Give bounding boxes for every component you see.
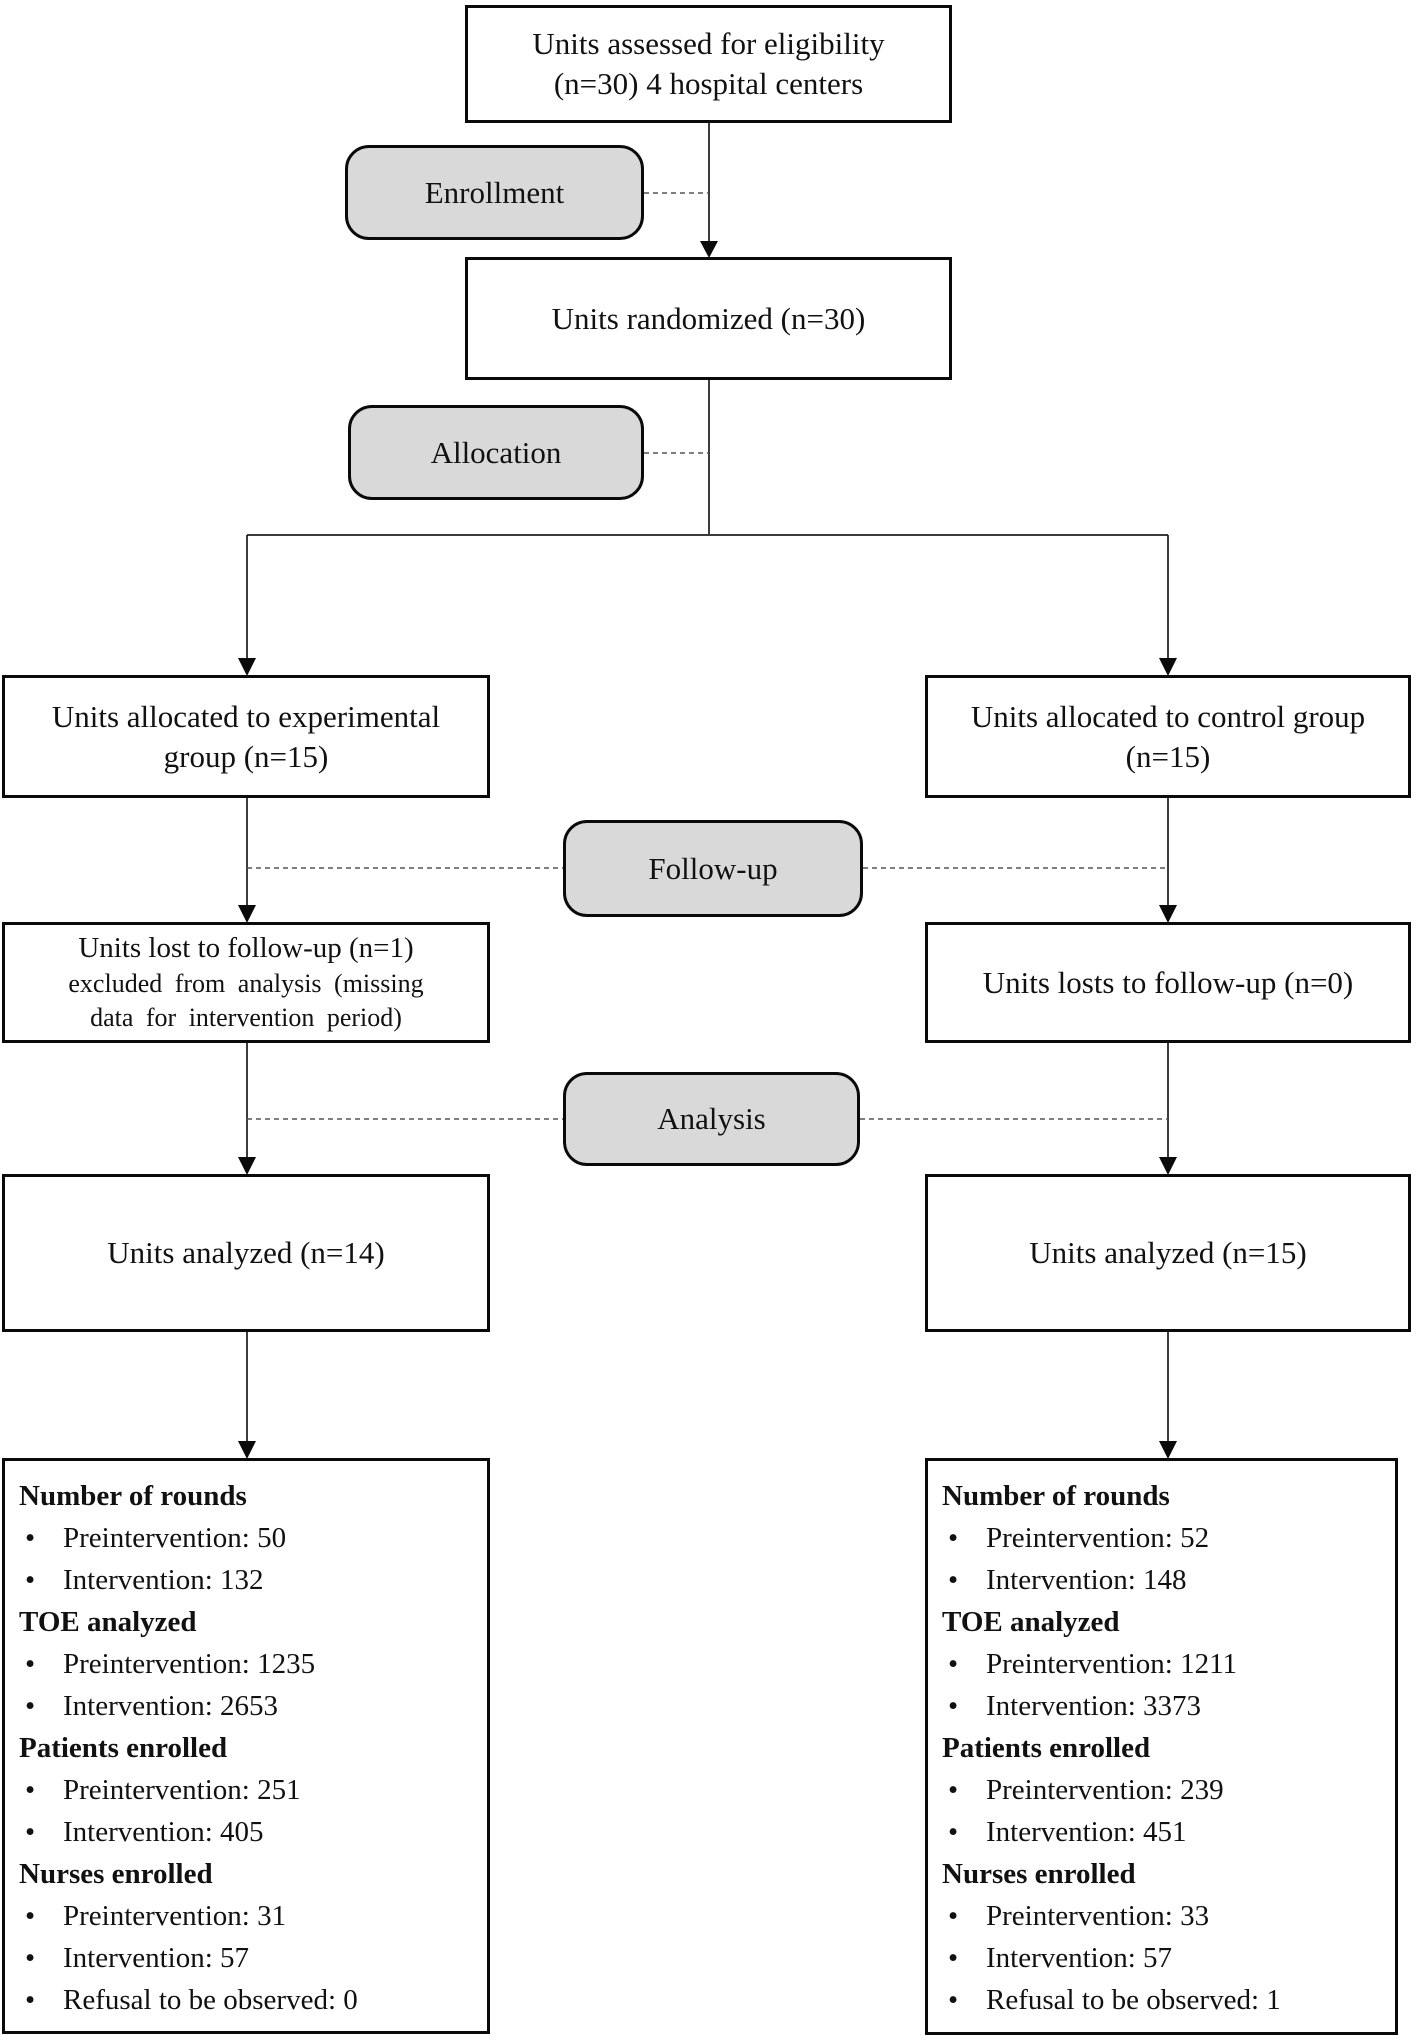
bullet-icon: • [25,1648,36,1680]
detail-item-text: Preintervention: 1211 [986,1648,1238,1680]
detail-section-header: Patients enrolled [19,1732,228,1764]
stage-enrollment-label: Enrollment [424,174,565,210]
detail-bullet-item: • Preintervention: 251 [19,1769,479,1811]
detail-item-text: Refusal to be observed: 1 [986,1984,1281,2016]
experimental-allocated-box: Units allocated to experimental group (n… [2,675,490,798]
bullet-icon: • [25,1942,36,1974]
detail-item-text: Preintervention: 52 [986,1522,1210,1554]
bullet-icon: • [25,1816,36,1848]
detail-bullet-item: • Preintervention: 31 [19,1895,479,1937]
bullet-icon: • [25,1900,36,1932]
eligibility-box: Units assessed for eligibility (n=30) 4 … [465,5,952,123]
enrollment-connector [644,123,718,258]
bullet-icon: • [948,1690,959,1722]
detail-bullet-item: • Refusal to be observed: 0 [19,1979,479,2021]
eligibility-line1: Units assessed for eligibility [532,26,885,62]
detail-item-text: Intervention: 57 [986,1942,1173,1974]
detail-bullet-item: • Intervention: 148 [942,1559,1387,1601]
control-allocated-box: Units allocated to control group (n=15) [925,675,1411,798]
detail-item-text: Intervention: 57 [63,1942,250,1974]
experimental-details-box: Number of rounds • Preintervention: 50 • Int… [2,1458,490,2034]
control-analyzed-box: Units analyzed (n=15) [925,1174,1411,1332]
control-allocated-line2: (n=15) [1125,738,1211,774]
detail-item-text: Preintervention: 1235 [63,1648,316,1680]
detail-section-header: TOE analyzed [942,1606,1120,1638]
bullet-icon: • [948,1648,959,1680]
stage-allocation-label: Allocation [430,434,562,470]
experimental-lost-line2: excluded from analysis (missing [68,969,424,999]
detail-bullet-item: • Preintervention: 50 [19,1517,479,1559]
stage-followup: Follow-up [563,820,863,917]
control-lost-line1: Units losts to follow-up (n=0) [982,964,1354,1000]
experimental-analyzed-box: Units analyzed (n=14) [2,1174,490,1332]
experimental-analyzed-label: Units analyzed (n=14) [107,1235,385,1271]
control-allocated-line1: Units allocated to control group [970,698,1366,734]
detail-bullet-item: • Preintervention: 1211 [942,1643,1387,1685]
bullet-icon: • [948,1900,959,1932]
detail-bullet-item: • Intervention: 405 [19,1811,479,1853]
bullet-icon: • [25,1774,36,1806]
detail-bullet-item: • Intervention: 57 [19,1937,479,1979]
bullet-icon: • [948,1816,959,1848]
detail-bullet-item: • Preintervention: 1235 [19,1643,479,1685]
control-analyzed-label: Units analyzed (n=15) [1029,1235,1307,1271]
randomized-box: Units randomized (n=30) [465,257,952,380]
stage-analysis-label: Analysis [657,1101,766,1136]
detail-bullet-item: • Preintervention: 239 [942,1769,1387,1811]
analysis-connector [238,1043,1177,1175]
bullet-icon: • [948,1564,959,1596]
stage-analysis: Analysis [563,1072,860,1166]
detail-section-header: Number of rounds [942,1480,1170,1512]
randomized-label: Units randomized (n=30) [551,300,866,336]
experimental-allocated-line1: Units allocated to experimental [51,698,441,734]
detail-section-header: TOE analyzed [19,1606,197,1638]
experimental-allocated-line2: group (n=15) [163,738,329,774]
stage-followup-label: Follow-up [648,850,778,886]
experimental-lost-line1: Units lost to follow-up (n=1) [78,932,414,965]
detail-item-text: Preintervention: 33 [986,1900,1210,1932]
detail-bullet-item: • Intervention: 57 [942,1937,1387,1979]
detail-section-header: Number of rounds [19,1480,247,1512]
detail-item-text: Preintervention: 50 [63,1522,287,1554]
eligibility-line2: (n=30) 4 hospital centers [553,66,864,101]
detail-section-header: Nurses enrolled [19,1858,213,1890]
detail-bullet-item: • Intervention: 132 [19,1559,479,1601]
bullet-icon: • [948,1774,959,1806]
details-connector [238,1332,1177,1459]
bullet-icon: • [25,1984,36,2016]
bullet-icon: • [25,1522,36,1554]
detail-bullet-item: • Intervention: 2653 [19,1685,479,1727]
detail-bullet-item: • Intervention: 3373 [942,1685,1387,1727]
detail-item-text: Refusal to be observed: 0 [63,1984,358,2016]
experimental-lost-line3: data for intervention period) [90,1003,402,1033]
experimental-lost-box: Units lost to follow-up (n=1) excluded f… [2,922,490,1043]
detail-item-text: Preintervention: 31 [63,1900,287,1932]
control-details-box: Number of rounds • Preintervention: 52 • Int… [925,1458,1398,2035]
detail-bullet-item: • Refusal to be observed: 1 [942,1979,1387,2021]
detail-item-text: Intervention: 132 [63,1564,264,1596]
bullet-icon: • [25,1564,36,1596]
followup-connector [238,798,1177,923]
allocation-split-connector [238,380,1177,676]
bullet-icon: • [25,1690,36,1722]
detail-bullet-item: • Intervention: 451 [942,1811,1387,1853]
stage-allocation: Allocation [348,405,644,500]
bullet-icon: • [948,1522,959,1554]
control-lost-box: Units losts to follow-up (n=0) [925,922,1411,1043]
detail-section-header: Patients enrolled [942,1732,1151,1764]
detail-item-text: Intervention: 3373 [986,1690,1202,1722]
stage-enrollment: Enrollment [345,145,644,240]
detail-item-text: Preintervention: 239 [986,1774,1224,1806]
detail-item-text: Intervention: 405 [63,1816,264,1848]
detail-item-text: Preintervention: 251 [63,1774,301,1806]
bullet-icon: • [948,1942,959,1974]
detail-section-header: Nurses enrolled [942,1858,1136,1890]
bullet-icon: • [948,1984,959,2016]
detail-item-text: Intervention: 451 [986,1816,1187,1848]
detail-item-text: Intervention: 148 [986,1564,1187,1596]
detail-bullet-item: • Preintervention: 33 [942,1895,1387,1937]
detail-bullet-item: • Preintervention: 52 [942,1517,1387,1559]
detail-item-text: Intervention: 2653 [63,1690,279,1722]
